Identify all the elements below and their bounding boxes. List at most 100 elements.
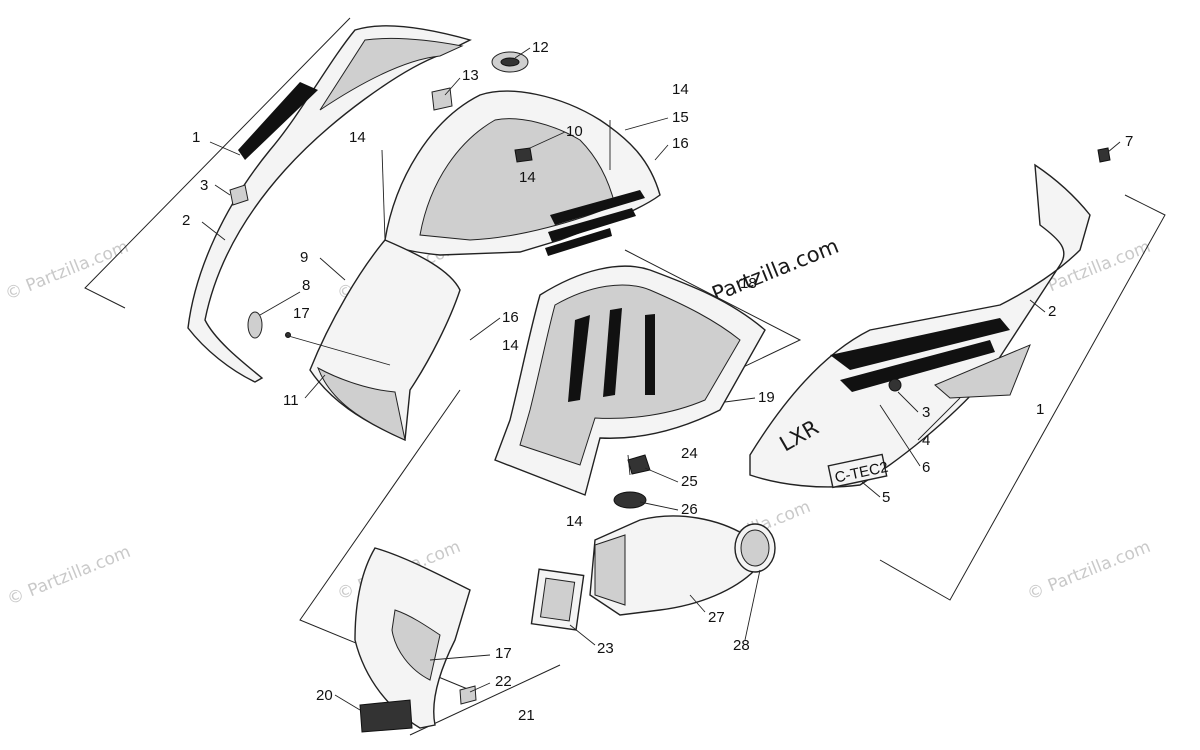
- right-panel-stripe-2: [840, 340, 995, 392]
- callout-9: 9: [300, 249, 308, 266]
- right-side-panel: [749, 163, 1091, 488]
- watermark-right-bottom: © Partzilla.com: [1024, 537, 1153, 605]
- callout-14-d: 14: [502, 337, 519, 354]
- callout-17-bottom: 17: [495, 645, 512, 662]
- leader-13: [444, 77, 461, 96]
- callout-23: 23: [597, 640, 614, 657]
- leader-16b: [469, 317, 501, 341]
- callout-26: 26: [681, 501, 698, 518]
- lower-bracket-opening: [391, 609, 441, 681]
- hood-grommet-inner: [500, 57, 520, 67]
- leader-11: [304, 374, 326, 399]
- callout-25: 25: [681, 473, 698, 490]
- callout-17-left: 17: [293, 305, 310, 322]
- right-panel-frame: [879, 194, 1166, 601]
- leader-6: [879, 404, 921, 467]
- callout-15: 15: [672, 109, 689, 126]
- intake-duct-opening: [594, 534, 626, 606]
- screw-24: [627, 454, 631, 476]
- air-box-rib-3: [645, 314, 655, 395]
- callout-14-b: 14: [519, 169, 536, 186]
- leader-12: [514, 47, 531, 59]
- lower-bracket-group: [354, 547, 561, 736]
- leader-20: [334, 694, 361, 711]
- callout-28: 28: [733, 637, 750, 654]
- callout-10: 10: [566, 123, 583, 140]
- left-panel-stripe: [238, 82, 318, 160]
- upper-hood-group: [384, 51, 661, 256]
- callout-20: 20: [316, 687, 333, 704]
- leader-9: [319, 257, 346, 281]
- callout-1-left: 1: [192, 129, 200, 146]
- air-box-rib-1: [568, 315, 590, 402]
- left-panel-frame: [84, 17, 351, 309]
- air-box-rib-2: [603, 308, 622, 397]
- ctec-decal: [827, 453, 888, 489]
- leader-26: [639, 501, 679, 511]
- callout-16-b: 16: [502, 309, 519, 326]
- right-panel-clip-7: [1097, 147, 1111, 163]
- callout-6: 6: [922, 459, 930, 476]
- duct-bracket: [627, 454, 651, 475]
- leader-4: [917, 397, 961, 441]
- screw-17a: [284, 334, 391, 366]
- callout-14-a: 14: [349, 129, 366, 146]
- intake-duct-group: [530, 454, 776, 631]
- leader-7: [1107, 141, 1121, 153]
- left-panel-oval-decal: [247, 311, 263, 339]
- callout-13: 13: [462, 67, 479, 84]
- callout-21: 21: [518, 707, 535, 724]
- callout-14-e: 14: [566, 513, 583, 530]
- callout-24: 24: [681, 445, 698, 462]
- callout-4: 4: [922, 432, 930, 449]
- right-side-panel-group: LXR C-TEC2: [749, 147, 1166, 601]
- callout-12: 12: [532, 39, 549, 56]
- callout-18: 18: [740, 275, 757, 292]
- watermark-left-top: © Partzilla.com: [2, 237, 131, 305]
- callout-labels: 1 2 3 8 17 11 9 14 13 12 10 14 14 15 16 …: [182, 39, 1133, 724]
- leader-5: [861, 481, 881, 498]
- callout-11: 11: [283, 392, 299, 409]
- leader-28: [744, 569, 761, 641]
- leader-8: [259, 291, 301, 316]
- leader-16a: [654, 144, 669, 161]
- right-panel-rivet: [888, 378, 902, 392]
- duct-grommet: [613, 491, 647, 509]
- callout-7: 7: [1125, 133, 1133, 150]
- leader-15: [624, 117, 669, 131]
- callout-27: 27: [708, 609, 725, 626]
- leader-25: [644, 467, 679, 483]
- duct-seal-inner: [539, 577, 576, 622]
- callout-16-a: 16: [672, 135, 689, 152]
- nose-cone-shadow: [317, 366, 406, 441]
- callout-2-left: 2: [182, 212, 190, 229]
- hood-latch: [514, 147, 533, 163]
- hood-vent-2: [548, 208, 636, 242]
- leader-3a: [214, 184, 231, 196]
- hood-clip-13: [431, 87, 453, 111]
- leader-23: [569, 624, 596, 646]
- hardware-group: [284, 120, 631, 661]
- leader-3b: [897, 391, 919, 413]
- callout-5: 5: [882, 489, 890, 506]
- screw-14a: [381, 149, 386, 241]
- leader-1a: [209, 141, 241, 156]
- leader-2b: [1029, 299, 1046, 313]
- hood-vent-3: [545, 228, 612, 256]
- callout-14-c: 14: [672, 81, 689, 98]
- screw-17b: [429, 654, 491, 661]
- leader-19: [724, 397, 756, 403]
- hood-windshield-opening: [419, 118, 616, 241]
- right-panel-window-decal: [934, 344, 1031, 399]
- leader-10: [529, 131, 566, 149]
- leader-27: [689, 594, 706, 613]
- callout-19: 19: [758, 389, 775, 406]
- callout-2-right: 2: [1048, 303, 1056, 320]
- left-side-panel-group: [84, 17, 472, 383]
- callout-3-left: 3: [200, 177, 208, 194]
- lower-bracket-tab: [459, 685, 477, 705]
- callout-8: 8: [302, 277, 310, 294]
- left-vent-decal: [229, 184, 249, 206]
- callout-1-right: 1: [1036, 401, 1044, 418]
